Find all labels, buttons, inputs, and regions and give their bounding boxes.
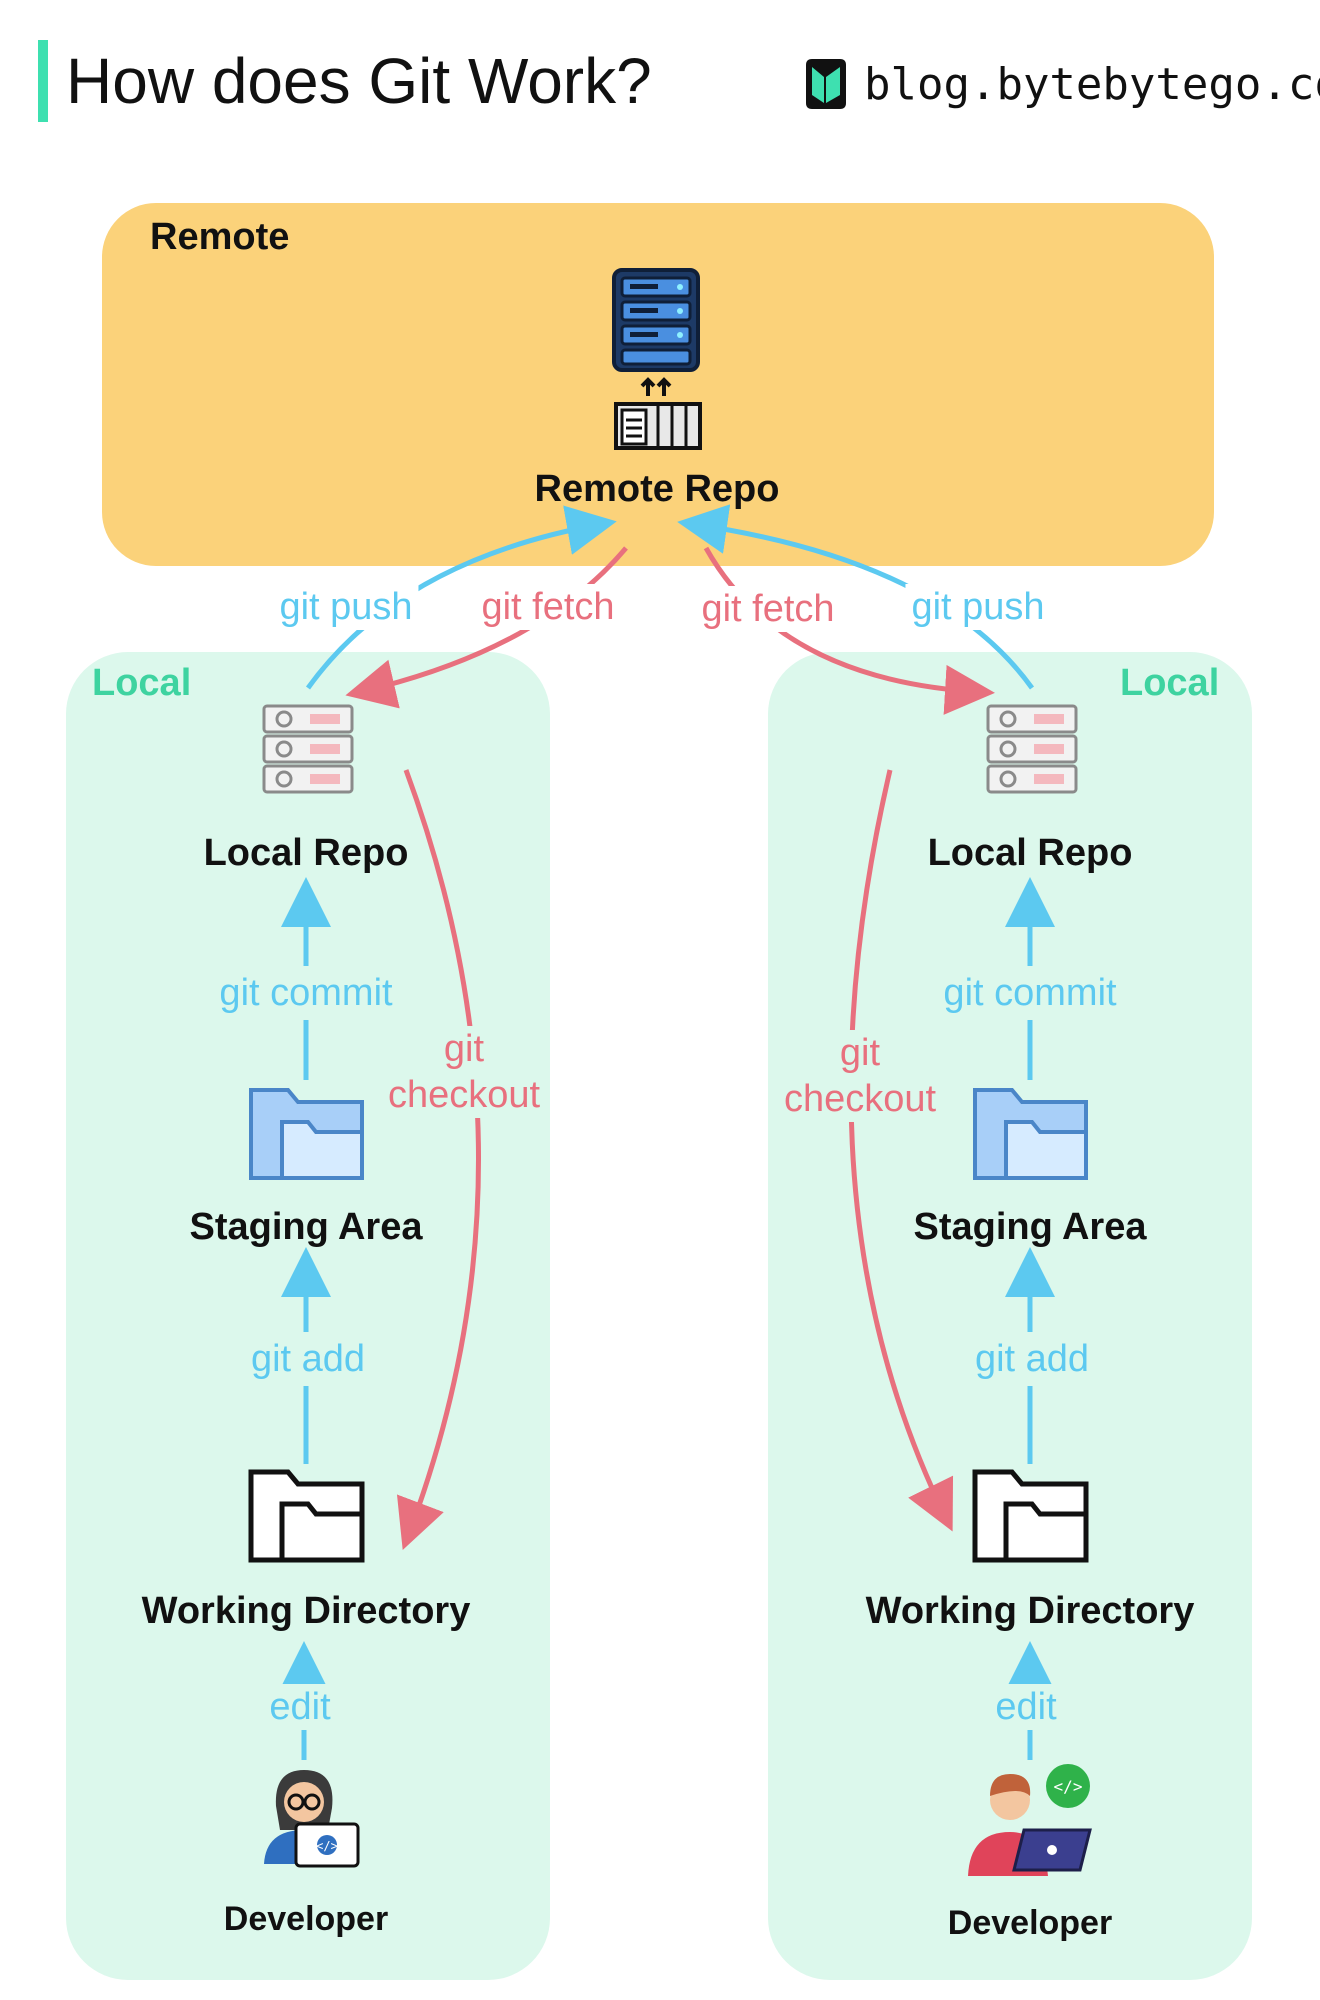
server-icon <box>612 268 700 372</box>
page-title: How does Git Work? <box>66 45 652 117</box>
git-checkout-label-left-line2: checkout <box>387 1074 541 1116</box>
git-add-label-left: git add <box>246 1332 370 1386</box>
git-checkout-label-right-line1: git <box>839 1032 881 1074</box>
working-folder-icon <box>972 1469 1089 1563</box>
local-repo-label-right: Local Repo <box>927 832 1133 874</box>
git-checkout-label-left-line1: git <box>443 1028 485 1070</box>
git-commit-label-left: git commit <box>215 966 397 1020</box>
code-bubble-icon: </> <box>1046 1764 1090 1808</box>
git-fetch-label-left: git fetch <box>475 584 621 630</box>
staging-folder-icon <box>249 1088 364 1180</box>
local-repo-icon <box>986 704 1078 794</box>
svg-text:</>: </> <box>1054 1777 1083 1796</box>
local-repo-label-left: Local Repo <box>203 832 409 874</box>
title-accent-bar <box>38 40 48 122</box>
git-push-label-right: git push <box>905 584 1051 630</box>
git-fetch-arrow-left <box>345 546 628 709</box>
working-folder-icon <box>248 1469 365 1563</box>
local-section-right <box>768 652 1252 1980</box>
staging-area-label-right: Staging Area <box>913 1206 1147 1248</box>
git-push-arrow-left <box>305 505 617 690</box>
remote-section-label: Remote <box>150 216 290 258</box>
logo-icon <box>806 59 846 109</box>
staging-folder-icon <box>973 1088 1088 1180</box>
staging-area-label-left: Staging Area <box>189 1206 423 1248</box>
git-checkout-arrow-left <box>396 769 481 1551</box>
git-push-label-left: git push <box>273 584 419 630</box>
git-push-arrow-right <box>677 504 1035 690</box>
local-repo-icon <box>262 704 354 794</box>
local-section-label-left: Local <box>92 662 192 704</box>
git-checkout-label-left: git checkout <box>381 1026 547 1118</box>
brand[interactable]: blog.bytebytego.com <box>800 52 1320 116</box>
git-checkout-label-right: git checkout <box>777 1030 943 1122</box>
git-checkout-arrow-right <box>848 769 954 1532</box>
edit-label-left: edit <box>265 1684 335 1730</box>
repo-upload-icon <box>614 377 702 450</box>
working-directory-label-left: Working Directory <box>141 1590 471 1632</box>
developer-male-icon: </> <box>968 1764 1092 1876</box>
working-directory-label-right: Working Directory <box>865 1590 1195 1632</box>
git-fetch-arrow-right <box>703 546 995 715</box>
remote-repo-label: Remote Repo <box>534 468 780 510</box>
edit-label-right: edit <box>991 1684 1061 1730</box>
developer-female-icon: </> <box>264 1770 360 1868</box>
git-checkout-label-right-line2: checkout <box>783 1078 937 1120</box>
git-add-label-right: git add <box>970 1332 1094 1386</box>
brand-url: blog.bytebytego.com <box>864 58 1320 110</box>
git-fetch-label-right: git fetch <box>695 586 841 632</box>
local-section-label-right: Local <box>1120 662 1220 704</box>
developer-label-right: Developer <box>947 1904 1113 1942</box>
svg-text:</>: </> <box>316 1839 338 1853</box>
developer-label-left: Developer <box>223 1900 389 1938</box>
git-commit-label-right: git commit <box>939 966 1121 1020</box>
